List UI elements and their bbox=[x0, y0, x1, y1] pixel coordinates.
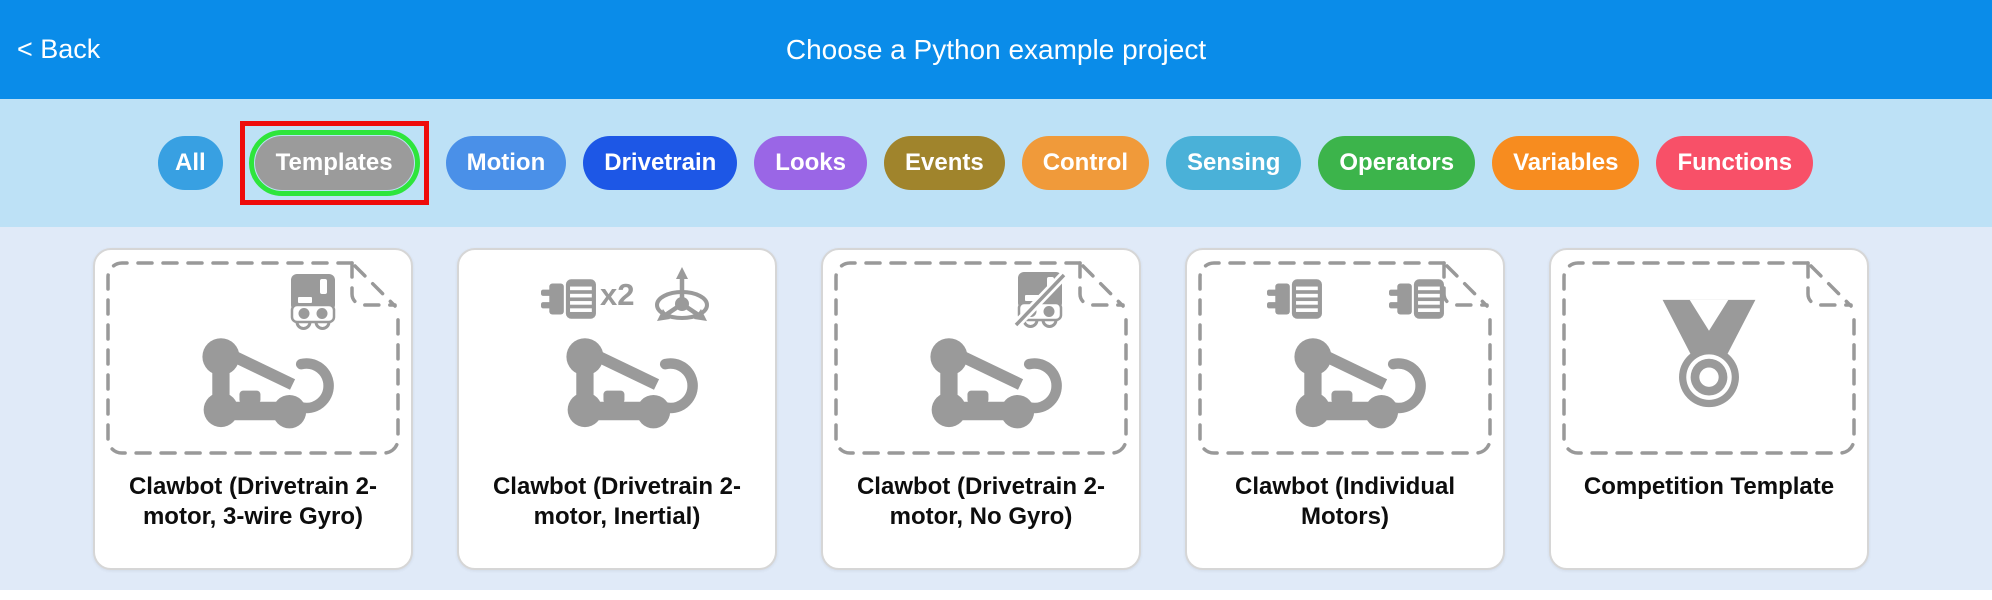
card-illustration: x2 bbox=[469, 260, 765, 456]
project-card-clawbot-3wire-gyro[interactable]: Clawbot (Drivetrain 2-motor, 3-wire Gyro… bbox=[93, 248, 413, 570]
page-title: Choose a Python example project bbox=[785, 33, 1207, 65]
clawbot-illustration bbox=[923, 332, 1065, 437]
selected-filter-ring: Templates bbox=[248, 130, 420, 196]
filter-bar: All Templates Motion Drivetrain Looks Ev… bbox=[0, 99, 1992, 227]
motor-icon bbox=[1267, 278, 1323, 320]
project-title: Competition Template bbox=[1583, 473, 1835, 500]
clawbot-illustration bbox=[559, 332, 701, 437]
project-card-clawbot-no-gyro[interactable]: Clawbot (Drivetrain 2-motor, No Gyro) bbox=[821, 248, 1141, 570]
filter-pill-operators[interactable]: Operators bbox=[1318, 136, 1476, 190]
clawbot-illustration bbox=[1287, 332, 1429, 437]
filter-pill-drivetrain[interactable]: Drivetrain bbox=[583, 136, 738, 190]
card-illustration bbox=[1197, 260, 1493, 456]
clawbot-illustration bbox=[195, 332, 337, 437]
filter-pill-functions[interactable]: Functions bbox=[1656, 136, 1814, 190]
header-bar: < Back Choose a Python example project bbox=[0, 0, 1992, 99]
project-card-clawbot-individual-motors[interactable]: Clawbot (Individual Motors) bbox=[1185, 248, 1505, 570]
filter-pill-motion[interactable]: Motion bbox=[445, 136, 567, 190]
filter-pill-all[interactable]: All bbox=[158, 136, 223, 190]
project-title: Clawbot (Drivetrain 2-motor, Inertial) bbox=[492, 473, 742, 530]
filter-pill-templates[interactable]: Templates bbox=[254, 136, 414, 190]
motor-icon bbox=[541, 278, 597, 320]
filter-pill-variables[interactable]: Variables bbox=[1492, 136, 1640, 190]
project-card-clawbot-inertial[interactable]: x2 Clawbot (Drivetrain 2-motor, Inertial… bbox=[457, 248, 777, 570]
back-button[interactable]: < Back bbox=[17, 34, 101, 64]
inertial-sensor-icon bbox=[651, 266, 713, 328]
filter-pill-control[interactable]: Control bbox=[1021, 136, 1149, 190]
card-illustration bbox=[105, 260, 401, 456]
project-title: Clawbot (Drivetrain 2-motor, 3-wire Gyro… bbox=[128, 473, 378, 530]
filter-pill-sensing[interactable]: Sensing bbox=[1166, 136, 1302, 190]
gyro-sensor-icon bbox=[290, 274, 336, 330]
project-card-grid: Clawbot (Drivetrain 2-motor, 3-wire Gyro… bbox=[0, 227, 1992, 590]
motor-count-label: x2 bbox=[600, 277, 635, 312]
motor-icon bbox=[1389, 278, 1445, 320]
filter-pill-events[interactable]: Events bbox=[883, 136, 1005, 190]
project-title: Clawbot (Drivetrain 2-motor, No Gyro) bbox=[856, 473, 1106, 530]
project-title: Clawbot (Individual Motors) bbox=[1235, 473, 1455, 530]
medal-icon bbox=[1651, 292, 1767, 413]
selection-highlight-box: Templates bbox=[239, 121, 429, 205]
gyro-crossed-icon bbox=[1014, 272, 1066, 328]
filter-pill-looks[interactable]: Looks bbox=[754, 136, 867, 190]
card-illustration bbox=[833, 260, 1129, 456]
card-illustration bbox=[1561, 260, 1857, 456]
project-card-competition-template[interactable]: Competition Template bbox=[1549, 248, 1869, 570]
